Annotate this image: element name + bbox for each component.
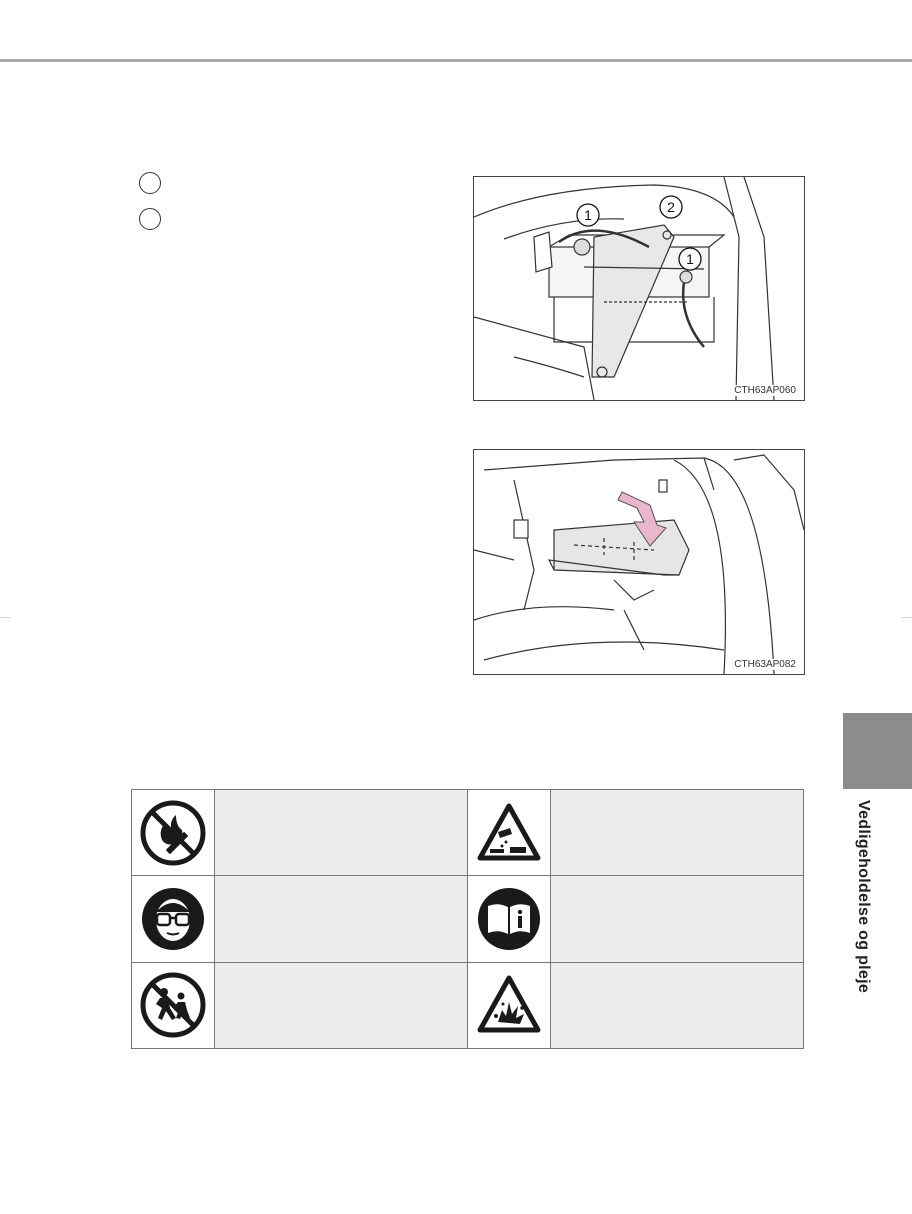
battery-cover-figure: CTH63AP082 bbox=[473, 449, 805, 675]
eye-protection-icon bbox=[142, 887, 204, 950]
figure-code: CTH63AP082 bbox=[732, 659, 798, 670]
install-arrow bbox=[617, 491, 667, 547]
figure-callouts: 1 2 1 bbox=[576, 195, 702, 271]
section-title: Vedligeholdelse og pleje bbox=[855, 800, 872, 994]
warning-text-cell bbox=[550, 788, 804, 877]
figure-code: CTH63AP060 bbox=[732, 385, 798, 396]
warning-text-cell bbox=[214, 961, 468, 1050]
crop-mark bbox=[902, 617, 912, 618]
no-fire-smoking-icon bbox=[140, 800, 206, 866]
step-marker bbox=[139, 208, 161, 230]
corrosive-acid-warning-icon bbox=[477, 803, 541, 861]
explosive-gas-warning-icon bbox=[477, 975, 541, 1033]
section-tab bbox=[843, 713, 912, 789]
icon-cell bbox=[467, 875, 551, 963]
warning-text-cell bbox=[550, 875, 804, 963]
warning-text-cell bbox=[214, 788, 468, 877]
header-rule bbox=[0, 59, 912, 62]
icon-cell bbox=[131, 961, 215, 1050]
keep-children-away-icon bbox=[140, 972, 206, 1038]
icon-cell bbox=[131, 875, 215, 963]
read-manual-icon bbox=[478, 887, 540, 950]
table-row bbox=[131, 961, 804, 1050]
warning-text-cell bbox=[214, 875, 468, 963]
battery-clamp-figure: 1 2 1 CTH63AP060 bbox=[473, 176, 805, 401]
icon-cell bbox=[131, 788, 215, 877]
callout-1: 1 bbox=[686, 251, 694, 267]
icon-cell bbox=[467, 961, 551, 1050]
table-row bbox=[131, 875, 804, 963]
battery-warning-table bbox=[131, 788, 804, 1050]
battery-cover-drawing bbox=[474, 454, 804, 674]
callout-1: 1 bbox=[584, 207, 592, 223]
callout-2: 2 bbox=[667, 199, 675, 215]
battery-clamp-drawing: 1 2 1 bbox=[474, 177, 775, 400]
crop-mark bbox=[0, 617, 10, 618]
table-row bbox=[131, 788, 804, 877]
icon-cell bbox=[467, 788, 551, 877]
warning-text-cell bbox=[550, 961, 804, 1050]
step-marker bbox=[139, 172, 161, 194]
